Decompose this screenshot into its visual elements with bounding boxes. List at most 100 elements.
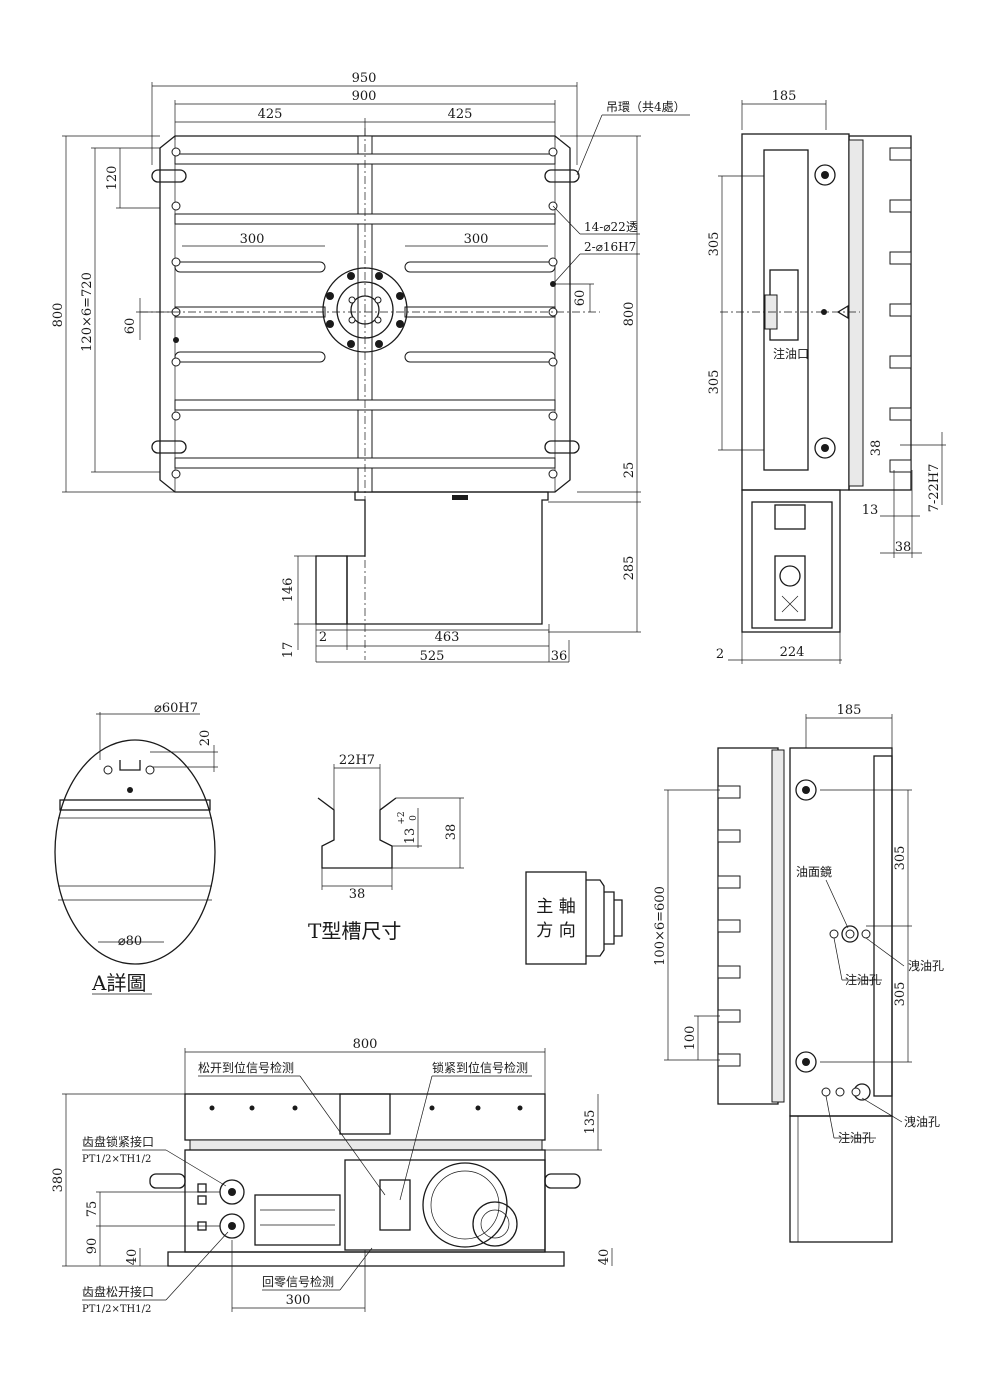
detail-dim-80: ⌀80	[118, 934, 142, 949]
detail-dim-60h7: ⌀60H7	[154, 701, 198, 716]
dim-146: 146	[281, 578, 296, 603]
top-view-label-plate	[452, 495, 468, 500]
dim-36: 36	[551, 649, 568, 664]
table-outline	[159, 135, 571, 493]
side-cylinder	[763, 149, 809, 471]
dim-300-right: 300	[464, 232, 489, 247]
note-lock-port-thread: PT1/2×TH1/2	[82, 1154, 151, 1165]
side-dim-7-22h7: 7-22H7	[927, 464, 942, 513]
note-holes-22: 14-⌀22透	[584, 220, 638, 234]
tslot-dim-38-h: 38	[349, 887, 366, 902]
side-dim-2: 2	[716, 647, 724, 662]
note-lock-signal: 锁紧到位信号检测	[432, 1060, 528, 1075]
dim-525: 525	[420, 649, 445, 664]
side-dim-305-bottom: 305	[707, 370, 722, 395]
note-oil-inlet-2: 注油孔	[838, 1130, 874, 1145]
front-gear-housing	[344, 1159, 546, 1251]
dim-950: 950	[352, 71, 377, 86]
spindle-direction: 主 軸 方 向	[525, 871, 623, 965]
front-dim-90: 90	[85, 1238, 100, 1255]
side-dim-305-top: 305	[707, 232, 722, 257]
dim-800-left: 800	[51, 303, 66, 328]
note-drain-2: 洩油孔	[904, 1115, 940, 1129]
right-dim-185: 185	[837, 703, 862, 718]
spindle-box	[525, 871, 587, 965]
right-dim-100x6: 100×6=600	[653, 886, 668, 966]
spindle-line-2: 方 向	[536, 921, 575, 941]
top-view-dimensions: 950 900 425 425 800 120×6=720 120 60	[51, 71, 641, 664]
note-holes-16: 2-⌀16H7	[584, 240, 636, 254]
front-dim-380: 380	[51, 1168, 66, 1193]
tslot-dim-38-v: 38	[444, 824, 459, 841]
dim-285: 285	[622, 556, 637, 581]
front-dim-75: 75	[85, 1201, 100, 1218]
right-dim-305-bottom: 305	[893, 982, 908, 1007]
front-gear-small	[472, 1201, 518, 1247]
right-tslots	[717, 785, 741, 1067]
note-release-port: 齿盘松开接口	[82, 1284, 154, 1299]
note-drain-1: 洩油孔	[908, 959, 944, 973]
dim-463: 463	[435, 630, 460, 645]
base-housing	[346, 491, 549, 625]
dim-425-right: 425	[448, 107, 473, 122]
dim-120x6: 120×6=720	[80, 272, 95, 352]
dim-900: 900	[352, 89, 377, 104]
dim-17: 17	[281, 642, 296, 659]
side-oil-bottom	[814, 437, 836, 459]
oil-sight-glass	[841, 925, 859, 943]
front-table	[184, 1093, 546, 1141]
side-dim-13: 13	[862, 503, 879, 518]
dim-120: 120	[105, 166, 120, 191]
side-oil-top	[814, 164, 836, 186]
dim-2-bottom: 2	[319, 630, 327, 645]
dim-25: 25	[622, 462, 637, 479]
right-scale	[771, 749, 785, 1103]
top-view: 950 900 425 425 800 120×6=720 120 60	[51, 71, 690, 664]
t-slot-detail: 22H7 13 +2 0 38 38 T型槽尺寸	[308, 753, 464, 943]
detail-a: ⌀60H7 20 ⌀80 A詳圖	[54, 701, 218, 995]
note-side-oil-inlet: 注油口	[773, 346, 809, 361]
dim-60-right: 60	[573, 290, 588, 307]
right-dim-100: 100	[683, 1026, 698, 1051]
side-view: 185 注油口 305 305	[707, 89, 946, 664]
lifting-rings	[151, 169, 580, 454]
front-view: 800 380 135	[51, 1037, 613, 1315]
side-base	[741, 489, 841, 633]
note-sight-glass: 油面鏡	[796, 864, 832, 879]
side-dim-185: 185	[772, 89, 797, 104]
detail-a-title: A詳圖	[91, 971, 146, 995]
side-tslots	[889, 147, 912, 473]
right-base	[789, 1115, 893, 1243]
note-lock-port: 齿盘锁紧接口	[82, 1134, 154, 1149]
detail-dim-20: 20	[198, 730, 213, 747]
front-gear-large	[422, 1162, 508, 1248]
tslot-tol-lower: 0	[409, 815, 419, 821]
motor-box	[315, 555, 348, 625]
side-dim-38-h: 38	[895, 540, 912, 555]
tslot-dim-22h7: 22H7	[339, 753, 375, 768]
front-dim-800: 800	[353, 1037, 378, 1052]
note-release-signal: 松开到位信号检测	[198, 1060, 294, 1075]
right-dim-305-top: 305	[893, 846, 908, 871]
dim-60-left: 60	[123, 318, 138, 335]
detail-a-ellipse	[54, 739, 216, 965]
t-slot-profile	[317, 797, 397, 869]
note-lifting-ring: 吊環（共4處）	[606, 100, 686, 114]
front-dim-40-left: 40	[125, 1249, 140, 1266]
tslot-tol-upper: +2	[397, 811, 407, 824]
side-dim-224: 224	[780, 645, 805, 660]
dim-425-left: 425	[258, 107, 283, 122]
front-base-plate	[167, 1251, 565, 1267]
note-release-port-thread: PT1/2×TH1/2	[82, 1304, 151, 1315]
front-table-holes	[209, 1105, 523, 1111]
front-dim-135: 135	[583, 1110, 598, 1135]
side-nameplate	[774, 555, 806, 621]
dim-800-right: 800	[622, 302, 637, 327]
front-dim-300: 300	[286, 1293, 311, 1308]
front-dim-40-right: 40	[597, 1249, 612, 1266]
dim-300-left: 300	[240, 232, 265, 247]
note-zero-signal: 回零信号检测	[262, 1274, 334, 1289]
note-oil-inlet-1: 注油孔	[845, 972, 881, 987]
side-dim-38-v: 38	[869, 440, 884, 457]
